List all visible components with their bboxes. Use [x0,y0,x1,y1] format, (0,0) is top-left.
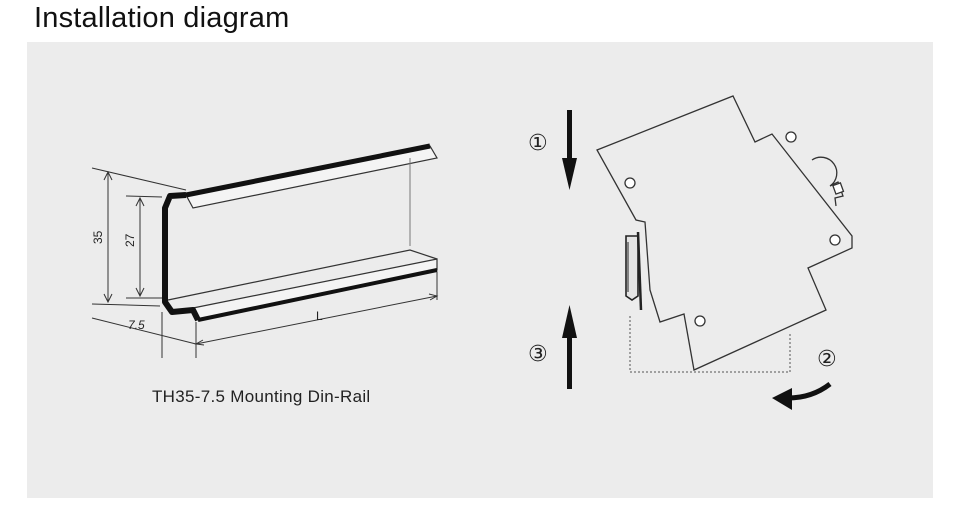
dim27-arrow-top [135,196,145,207]
din-rail-drawing [162,143,438,322]
breaker-toggle-tip [832,182,845,195]
dim35-bottom-ext [91,303,161,307]
screw-hole-right [829,234,841,246]
dim-depth-label: 7.5 [128,318,145,332]
dim-length-label: L [316,309,323,323]
rail-profile [162,192,201,322]
dim-inner-label: 27 [123,233,137,247]
circuit-breaker [596,95,853,371]
step1-label: ① [528,130,548,155]
dim-height-label: 35 [91,230,105,244]
rail-clip-edge [636,231,643,311]
dim27-arrow-bottom [135,287,145,298]
final-position-outline [629,316,791,373]
step2-rotate-arrow [772,381,832,410]
rail-top-edge [185,143,431,198]
screw-hole-top-right [785,131,797,143]
step3-label: ③ [528,341,548,366]
breaker-body [596,95,853,371]
dim27-top-ext [125,195,163,198]
dim35-arrow-top [103,170,113,181]
step1-arrow [562,110,577,190]
rail-bottom-flange [192,258,438,321]
din-rail-clip [625,231,643,311]
step2-label: ② [817,346,837,371]
rail-bottom-edge [197,268,438,322]
rail-clip-body [625,235,639,301]
dimL-arrow-right [428,293,439,301]
rail-bottom-back [167,249,438,301]
breaker-toggle [811,156,844,207]
screw-hole-bottom [694,315,706,327]
dimL-line [195,295,438,345]
dimL-arrow-left [194,339,205,346]
dim35-top-ext [91,167,187,191]
rail-top-flange [185,145,438,209]
step3-arrow [562,305,577,389]
dim75-line [91,317,197,345]
dim35-arrow-bottom [103,293,113,304]
screw-hole-left [624,177,636,189]
rail-dimensions [91,167,439,358]
rail-caption: TH35-7.5 Mounting Din-Rail [152,387,371,406]
page-title: Installation diagram [34,2,290,34]
